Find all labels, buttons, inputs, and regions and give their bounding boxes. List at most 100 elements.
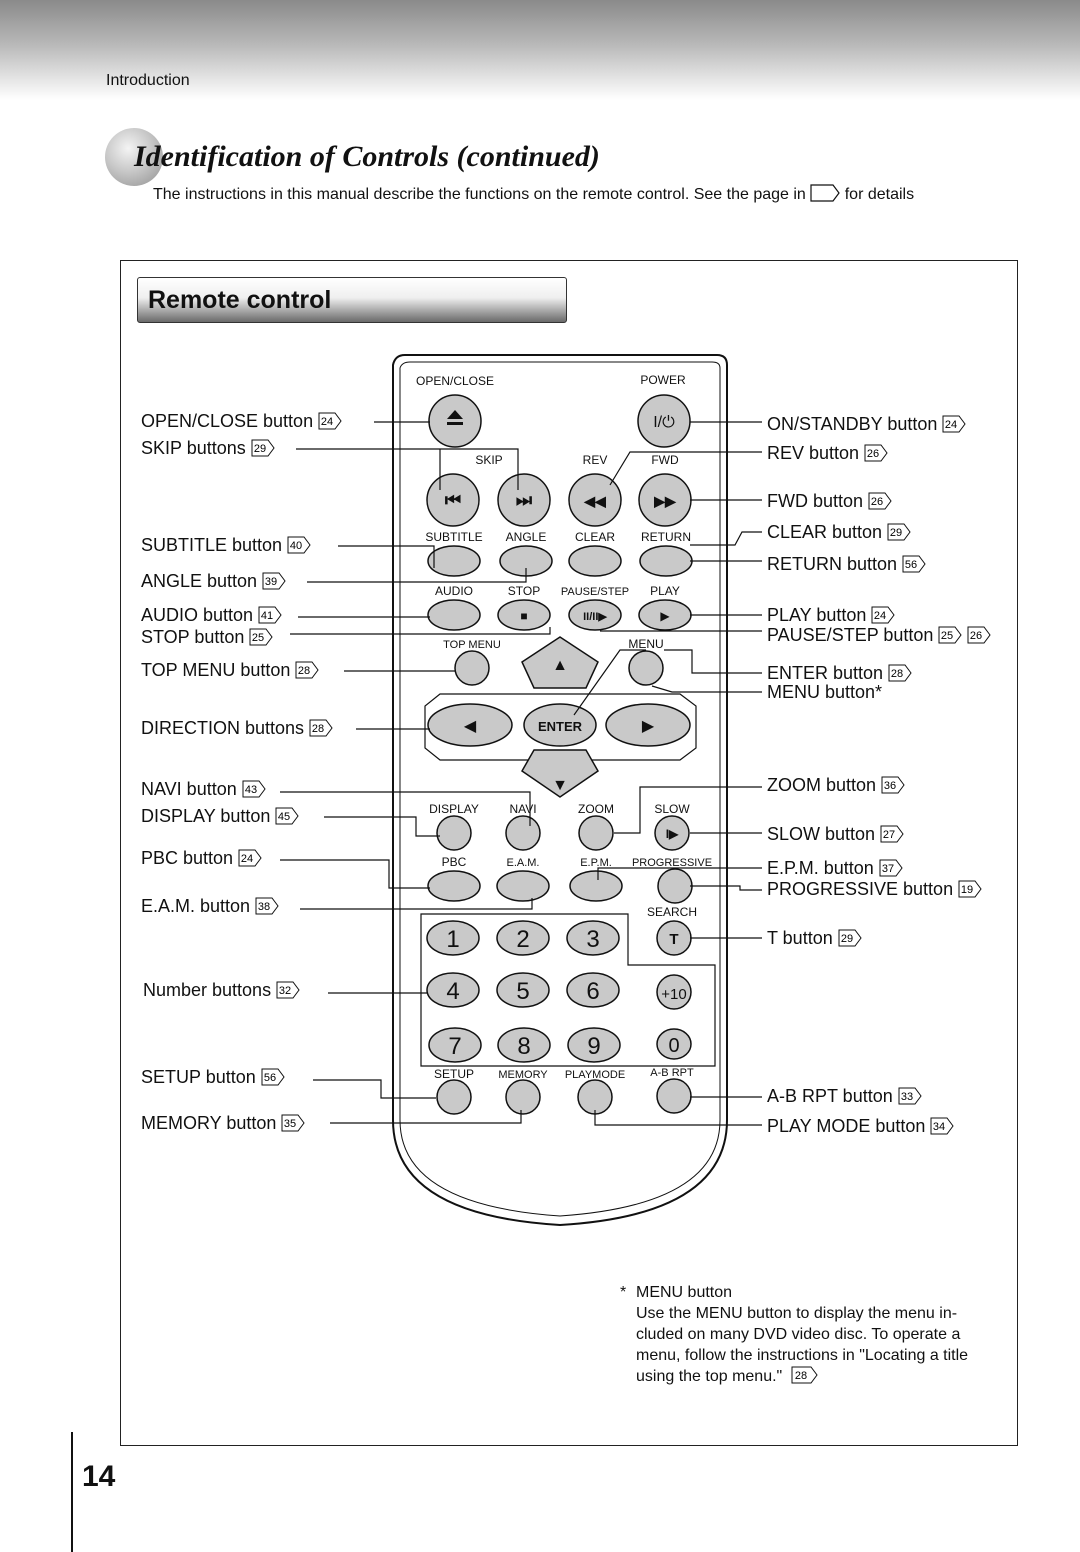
page-ref-icon: 39	[262, 572, 286, 590]
enter-button	[523, 703, 597, 747]
left-arrow-icon: ◀	[464, 718, 477, 735]
leader-line-1	[296, 448, 519, 490]
leader-line-6	[290, 627, 551, 635]
pbc-button	[427, 870, 481, 902]
svg-text:38: 38	[258, 901, 270, 913]
label-text: SETUP button	[141, 1067, 256, 1087]
intro-text: The instructions in this manual describe…	[153, 184, 914, 207]
audio-button	[427, 599, 481, 631]
open-close-print: OPEN/CLOSE	[416, 374, 494, 388]
left-label: STOP button 25	[141, 627, 274, 647]
skip-forward-button-icon: ⏭	[516, 490, 533, 510]
leader-line-17	[609, 451, 762, 486]
page-ref-icon: 56	[902, 555, 926, 573]
subtitle-print: SUBTITLE	[425, 530, 482, 544]
epm-print: E.P.M.	[580, 857, 612, 869]
number-label-1: 1	[446, 926, 459, 953]
leader-line-32	[594, 1110, 762, 1126]
leader-line-3	[338, 545, 435, 568]
page-title: Identification of Controls (continued)	[134, 140, 600, 173]
left-button	[427, 703, 513, 747]
zoom-button	[578, 815, 614, 851]
svg-text:29: 29	[254, 443, 266, 455]
label-text: STOP button	[141, 627, 245, 647]
intro-before: The instructions in this manual describe…	[153, 186, 806, 203]
stop-print: STOP	[508, 584, 540, 598]
page-ref-icon: 36	[881, 776, 905, 794]
page-ref-icon: 26	[864, 444, 888, 462]
rev-button-icon: ◀◀	[583, 493, 606, 509]
label-text: PAUSE/STEP button	[767, 625, 934, 645]
label-text: T button	[767, 928, 833, 948]
svg-text:28: 28	[795, 1370, 807, 1382]
page-ref-icon: 25	[938, 626, 963, 644]
number-label-8: 8	[517, 1033, 530, 1060]
memory-print: MEMORY	[498, 1069, 548, 1081]
label-text: SLOW button	[767, 824, 876, 844]
footnote-heading: MENU button	[636, 1284, 733, 1301]
leader-line-23	[664, 649, 762, 674]
power-icon: I/⏻	[653, 414, 675, 431]
svg-text:24: 24	[874, 610, 886, 622]
leader-line-11	[280, 859, 430, 889]
svg-text:24: 24	[241, 853, 253, 865]
rev-print: REV	[583, 453, 608, 467]
setup-button	[436, 1079, 472, 1115]
right-label: MENU button*	[767, 682, 882, 702]
leader-line-10	[324, 816, 440, 837]
number-button-5	[496, 972, 550, 1008]
leader-line-25	[651, 685, 762, 693]
play-print: PLAY	[650, 584, 680, 598]
number-label-0: 0	[668, 1035, 679, 1057]
label-text: MENU button*	[767, 682, 883, 702]
svg-text:29: 29	[841, 933, 853, 945]
page-ref-icon: 26	[868, 492, 892, 510]
page-number: 14	[82, 1460, 116, 1493]
leader-line-19	[690, 531, 762, 546]
svg-text:25: 25	[252, 632, 264, 644]
abrpt-print: A-B RPT	[650, 1067, 694, 1079]
leader-line-26	[614, 786, 762, 834]
number-label-7: 7	[448, 1033, 461, 1060]
number-label-3: 3	[586, 926, 599, 953]
header-bar	[0, 0, 1080, 100]
svg-text:37: 37	[882, 863, 894, 875]
svg-text:27: 27	[883, 829, 895, 841]
number-button-8	[497, 1027, 551, 1063]
footnote-star: *	[620, 1284, 627, 1301]
progressive-button	[657, 868, 693, 904]
svg-text:29: 29	[890, 527, 902, 539]
label-text: Number buttons	[143, 980, 272, 1000]
number-label-9: 9	[587, 1033, 600, 1060]
label-text: SUBTITLE button	[141, 535, 283, 555]
panel-title: Remote control	[148, 286, 332, 314]
page-ref-icon: 37	[879, 859, 903, 877]
number-button-9	[567, 1027, 621, 1063]
leader-line-28	[597, 867, 762, 880]
playmode-button	[577, 1079, 613, 1115]
page-ref-icon: 40	[287, 536, 311, 554]
label-text: PROGRESSIVE button	[767, 879, 954, 899]
label-text: DIRECTION buttons	[141, 718, 305, 738]
right-label: SLOW button 27	[767, 824, 904, 844]
label-text: AUDIO button	[141, 605, 254, 625]
direction-cluster-frame	[424, 693, 697, 761]
skip-print: SKIP	[475, 453, 502, 467]
progressive-print: PROGRESSIVE	[632, 857, 712, 869]
svg-text:26: 26	[871, 496, 883, 508]
setup-print: SETUP	[434, 1067, 474, 1081]
page-ref-icon: 29	[251, 439, 275, 457]
svg-text:36: 36	[884, 780, 896, 792]
